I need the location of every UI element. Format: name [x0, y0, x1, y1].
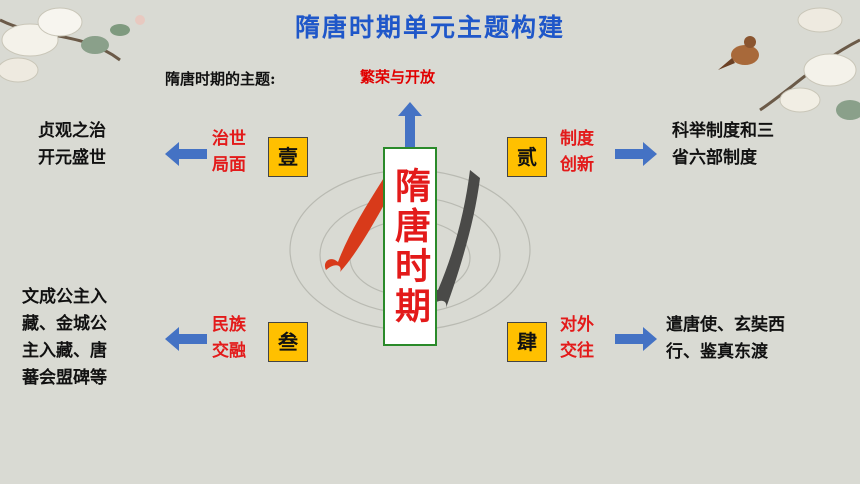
koi-red-icon: [324, 165, 398, 272]
left-arrow-icon: [165, 142, 207, 166]
center-label: 隋唐时期: [383, 147, 437, 346]
q3-topic: 民族 交融: [212, 312, 246, 364]
flower-left-icon: [0, 7, 145, 83]
q4-result-line: 遣唐使、玄奘西: [666, 315, 785, 335]
q2-topic-line: 制度: [560, 129, 594, 149]
q2-topic-line: 创新: [560, 155, 594, 175]
q3-number-badge: 叁: [268, 322, 308, 362]
q3-result-line: 文成公主入: [22, 287, 107, 307]
q1-result-line: 贞观之治: [38, 121, 106, 141]
q3-topic-line: 民族: [212, 315, 246, 335]
q1-result: 贞观之治 开元盛世: [38, 118, 106, 172]
q4-topic-line: 对外: [560, 315, 594, 335]
q1-number-badge: 壹: [268, 137, 308, 177]
right-arrow-icon: [615, 142, 657, 166]
q3-topic-line: 交融: [212, 341, 246, 361]
q4-topic: 对外 交往: [560, 312, 594, 364]
q2-number-badge: 贰: [507, 137, 547, 177]
right-arrow-icon: [615, 327, 657, 351]
q3-result-line: 主入藏、唐: [22, 341, 107, 361]
q4-number-badge: 肆: [507, 322, 547, 362]
q2-result-line: 科举制度和三: [672, 121, 774, 141]
q2-topic: 制度 创新: [560, 126, 594, 178]
subtitle: 隋唐时期的主题:: [165, 70, 276, 88]
theme-text: 繁荣与开放: [360, 68, 436, 86]
page-title: 隋唐时期单元主题构建: [294, 13, 565, 42]
q2-result: 科举制度和三 省六部制度: [672, 118, 774, 172]
q4-result: 遣唐使、玄奘西 行、鉴真东渡: [666, 312, 785, 366]
q3-result: 文成公主入 藏、金城公 主入藏、唐 蕃会盟碑等: [22, 284, 107, 392]
flower-right-icon: [759, 7, 860, 120]
q2-result-line: 省六部制度: [672, 148, 757, 168]
koi-dark-icon: [428, 170, 480, 308]
q4-result-line: 行、鉴真东渡: [666, 342, 768, 362]
left-arrow-icon: [165, 327, 207, 351]
q1-result-line: 开元盛世: [38, 148, 106, 168]
q3-result-line: 藏、金城公: [22, 314, 107, 334]
up-arrow-icon: [398, 102, 422, 150]
q4-topic-line: 交往: [560, 341, 594, 361]
q3-result-line: 蕃会盟碑等: [22, 368, 107, 388]
q1-topic: 治世 局面: [212, 126, 246, 178]
q1-topic-line: 局面: [212, 155, 246, 175]
bird-icon: [718, 36, 759, 70]
q1-topic-line: 治世: [212, 129, 246, 149]
